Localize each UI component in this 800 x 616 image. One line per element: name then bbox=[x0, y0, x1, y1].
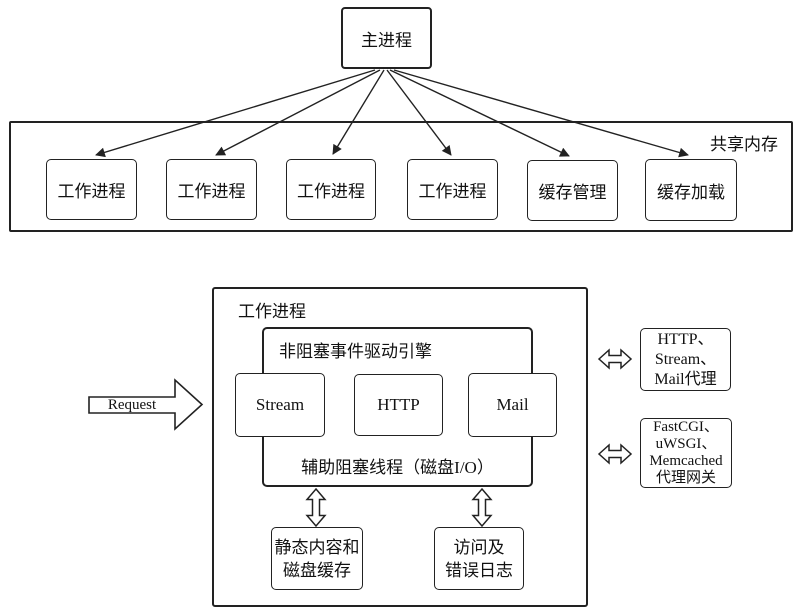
disk-cache-line: 磁盘缓存 bbox=[283, 560, 351, 580]
error-log-line: 错误日志 bbox=[445, 560, 513, 580]
double-arrow-gateway-icon bbox=[597, 443, 633, 465]
access-error-log-box: 访问及 错误日志 bbox=[434, 527, 524, 590]
stream-module-box: Stream bbox=[235, 373, 325, 437]
worker-process-box-3: 工作进程 bbox=[286, 159, 376, 220]
proxy-stream-line: Stream、 bbox=[654, 350, 717, 368]
http-module-box: HTTP bbox=[354, 374, 443, 436]
worker-process-label: 工作进程 bbox=[177, 182, 246, 201]
cache-manager-box: 缓存管理 bbox=[527, 160, 618, 221]
worker-process-box-4: 工作进程 bbox=[407, 159, 498, 220]
worker-process-label: 工作进程 bbox=[297, 182, 365, 201]
static-content-cache-box: 静态内容和 磁盘缓存 bbox=[271, 527, 363, 590]
request-label: Request bbox=[107, 397, 157, 413]
gateway-protocols-box: FastCGI、 uWSGI、 Memcached 代理网关 bbox=[640, 418, 732, 488]
master-process-label: 主进程 bbox=[361, 30, 412, 50]
stream-module-label: Stream bbox=[255, 395, 305, 414]
worker-process-label: 工作进程 bbox=[418, 182, 487, 201]
http-module-label: HTTP bbox=[377, 395, 420, 414]
mail-module-box: Mail bbox=[468, 373, 557, 437]
blocking-threads-label: 辅助阻塞线程（磁盘I/O） bbox=[301, 458, 494, 477]
proxy-http-line: HTTP、 bbox=[657, 330, 714, 348]
gateway-uwsgi-line: uWSGI、 bbox=[655, 436, 717, 452]
worker-process-detail-label: 工作进程 bbox=[238, 302, 306, 321]
gateway-memcached-line: Memcached bbox=[649, 453, 723, 469]
master-process-box: 主进程 bbox=[341, 7, 432, 69]
cache-loader-box: 缓存加载 bbox=[645, 159, 737, 221]
worker-process-label: 工作进程 bbox=[57, 182, 126, 201]
proxy-mail-line: Mail代理 bbox=[654, 370, 717, 388]
cache-loader-label: 缓存加载 bbox=[657, 182, 725, 202]
shared-memory-label: 共享内存 bbox=[710, 135, 778, 154]
event-engine-label: 非阻塞事件驱动引擎 bbox=[279, 342, 432, 361]
gateway-label-line: 代理网关 bbox=[655, 470, 716, 486]
static-content-line: 静态内容和 bbox=[274, 537, 360, 557]
proxy-protocols-box: HTTP、 Stream、 Mail代理 bbox=[640, 328, 731, 391]
gateway-fastcgi-line: FastCGI、 bbox=[653, 419, 719, 435]
worker-process-box-1: 工作进程 bbox=[46, 159, 137, 220]
access-log-line: 访问及 bbox=[453, 537, 505, 557]
mail-module-label: Mail bbox=[496, 395, 529, 414]
worker-process-box-2: 工作进程 bbox=[166, 159, 257, 220]
double-arrow-proxy-icon bbox=[597, 348, 633, 370]
cache-manager-label: 缓存管理 bbox=[538, 183, 607, 202]
